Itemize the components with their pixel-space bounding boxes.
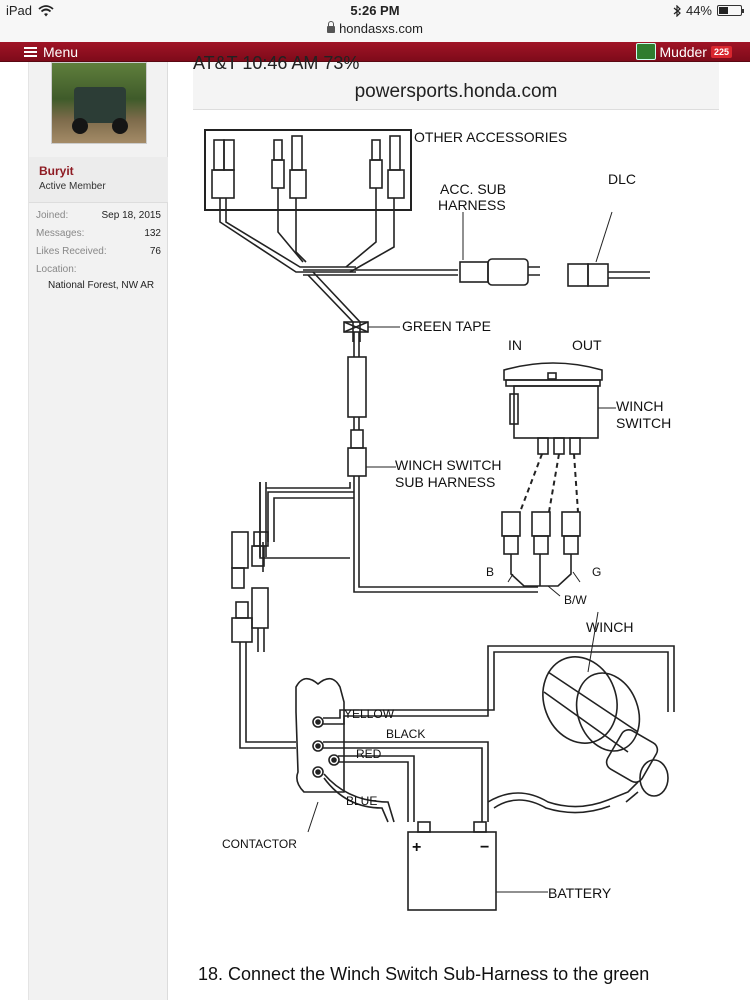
member-info: Buryit Active Member <box>29 157 168 203</box>
label-dlc: DLC <box>608 171 636 187</box>
bluetooth-icon <box>673 4 681 17</box>
label-winch-switch-1: WINCH <box>616 398 663 414</box>
location-value: National Forest, NW AR <box>48 280 155 291</box>
battery-percent: 44% <box>685 3 712 18</box>
hamburger-icon <box>24 47 37 57</box>
label-g: G <box>592 565 601 579</box>
stat-messages: Messages: 132 <box>36 228 161 239</box>
label-winch-switch-2: SWITCH <box>616 415 671 431</box>
contactor <box>295 677 345 793</box>
battery-box <box>407 831 497 911</box>
wiring-diagram: OTHER ACCESSORIES ACC. SUB HARNESS DLC G… <box>204 129 675 911</box>
label-yellow: YELLOW <box>344 707 395 721</box>
label-other-accessories: OTHER ACCESSORIES <box>414 129 567 145</box>
label-battery: BATTERY <box>548 885 612 901</box>
clock: 5:26 PM <box>350 3 400 18</box>
account-username: Mudder <box>659 43 707 60</box>
forum-navbar: Menu Mudder 225 <box>0 42 750 62</box>
accessories-box <box>204 129 412 211</box>
label-winch: WINCH <box>586 619 633 635</box>
embedded-screenshot-header: AT&T 10:46 AM 73% powersports.honda.com <box>193 53 719 110</box>
menu-label: Menu <box>43 44 79 60</box>
stat-location: Location: <box>36 264 77 275</box>
address-bar[interactable]: hondasxs.com <box>0 20 750 42</box>
label-blue: BLUE <box>346 794 377 808</box>
account-link[interactable]: Mudder 225 <box>635 43 732 60</box>
embedded-url: powersports.honda.com <box>354 81 558 102</box>
author-username[interactable]: Buryit <box>39 164 74 178</box>
stat-likes: Likes Received: 76 <box>36 246 161 257</box>
post-content: AT&T 10:46 AM 73% powersports.honda.com <box>168 53 750 1000</box>
status-bar: iPad 5:26 PM 44% <box>0 0 750 22</box>
device-label: iPad <box>6 3 33 18</box>
instruction-step: 18. Connect the Winch Switch Sub-Harness… <box>198 964 650 984</box>
author-title: Active Member <box>39 181 106 192</box>
label-in: IN <box>508 337 522 353</box>
author-stats: Joined: Sep 18, 2015 Messages: 132 Likes… <box>29 210 168 291</box>
label-black: BLACK <box>386 727 425 741</box>
stat-joined: Joined: Sep 18, 2015 <box>36 210 161 221</box>
label-ws-sub-1: WINCH SWITCH <box>395 457 502 473</box>
label-bw: B/W <box>564 593 587 607</box>
label-ws-sub-2: SUB HARNESS <box>395 474 495 490</box>
label-red: RED <box>356 747 382 761</box>
embedded-status-text: AT&T 10:46 AM 73% <box>193 53 360 71</box>
label-acc-sub-1: ACC. SUB <box>440 181 506 197</box>
label-b: B <box>486 565 494 579</box>
url-text: hondasxs.com <box>339 21 423 36</box>
label-acc-sub-2: HARNESS <box>438 197 506 213</box>
battery-icon <box>717 5 744 16</box>
label-contactor: CONTACTOR <box>222 837 297 851</box>
winch-motor <box>542 656 669 803</box>
post-author-sidebar: Buryit Active Member Joined: Sep 18, 201… <box>28 62 168 1000</box>
label-out: OUT <box>572 337 602 353</box>
menu-button[interactable]: Menu <box>24 44 78 60</box>
notification-badge[interactable]: 225 <box>710 45 732 58</box>
winch-switch <box>503 362 603 381</box>
wifi-icon <box>38 4 54 16</box>
dlc-connector <box>567 263 589 287</box>
label-green-tape: GREEN TAPE <box>402 318 491 334</box>
label-minus: − <box>480 839 489 856</box>
author-avatar[interactable] <box>51 62 147 144</box>
lock-icon <box>327 21 336 33</box>
label-plus: + <box>412 839 421 856</box>
acc-sub-harness-connector <box>459 261 489 283</box>
user-avatar <box>635 43 656 60</box>
